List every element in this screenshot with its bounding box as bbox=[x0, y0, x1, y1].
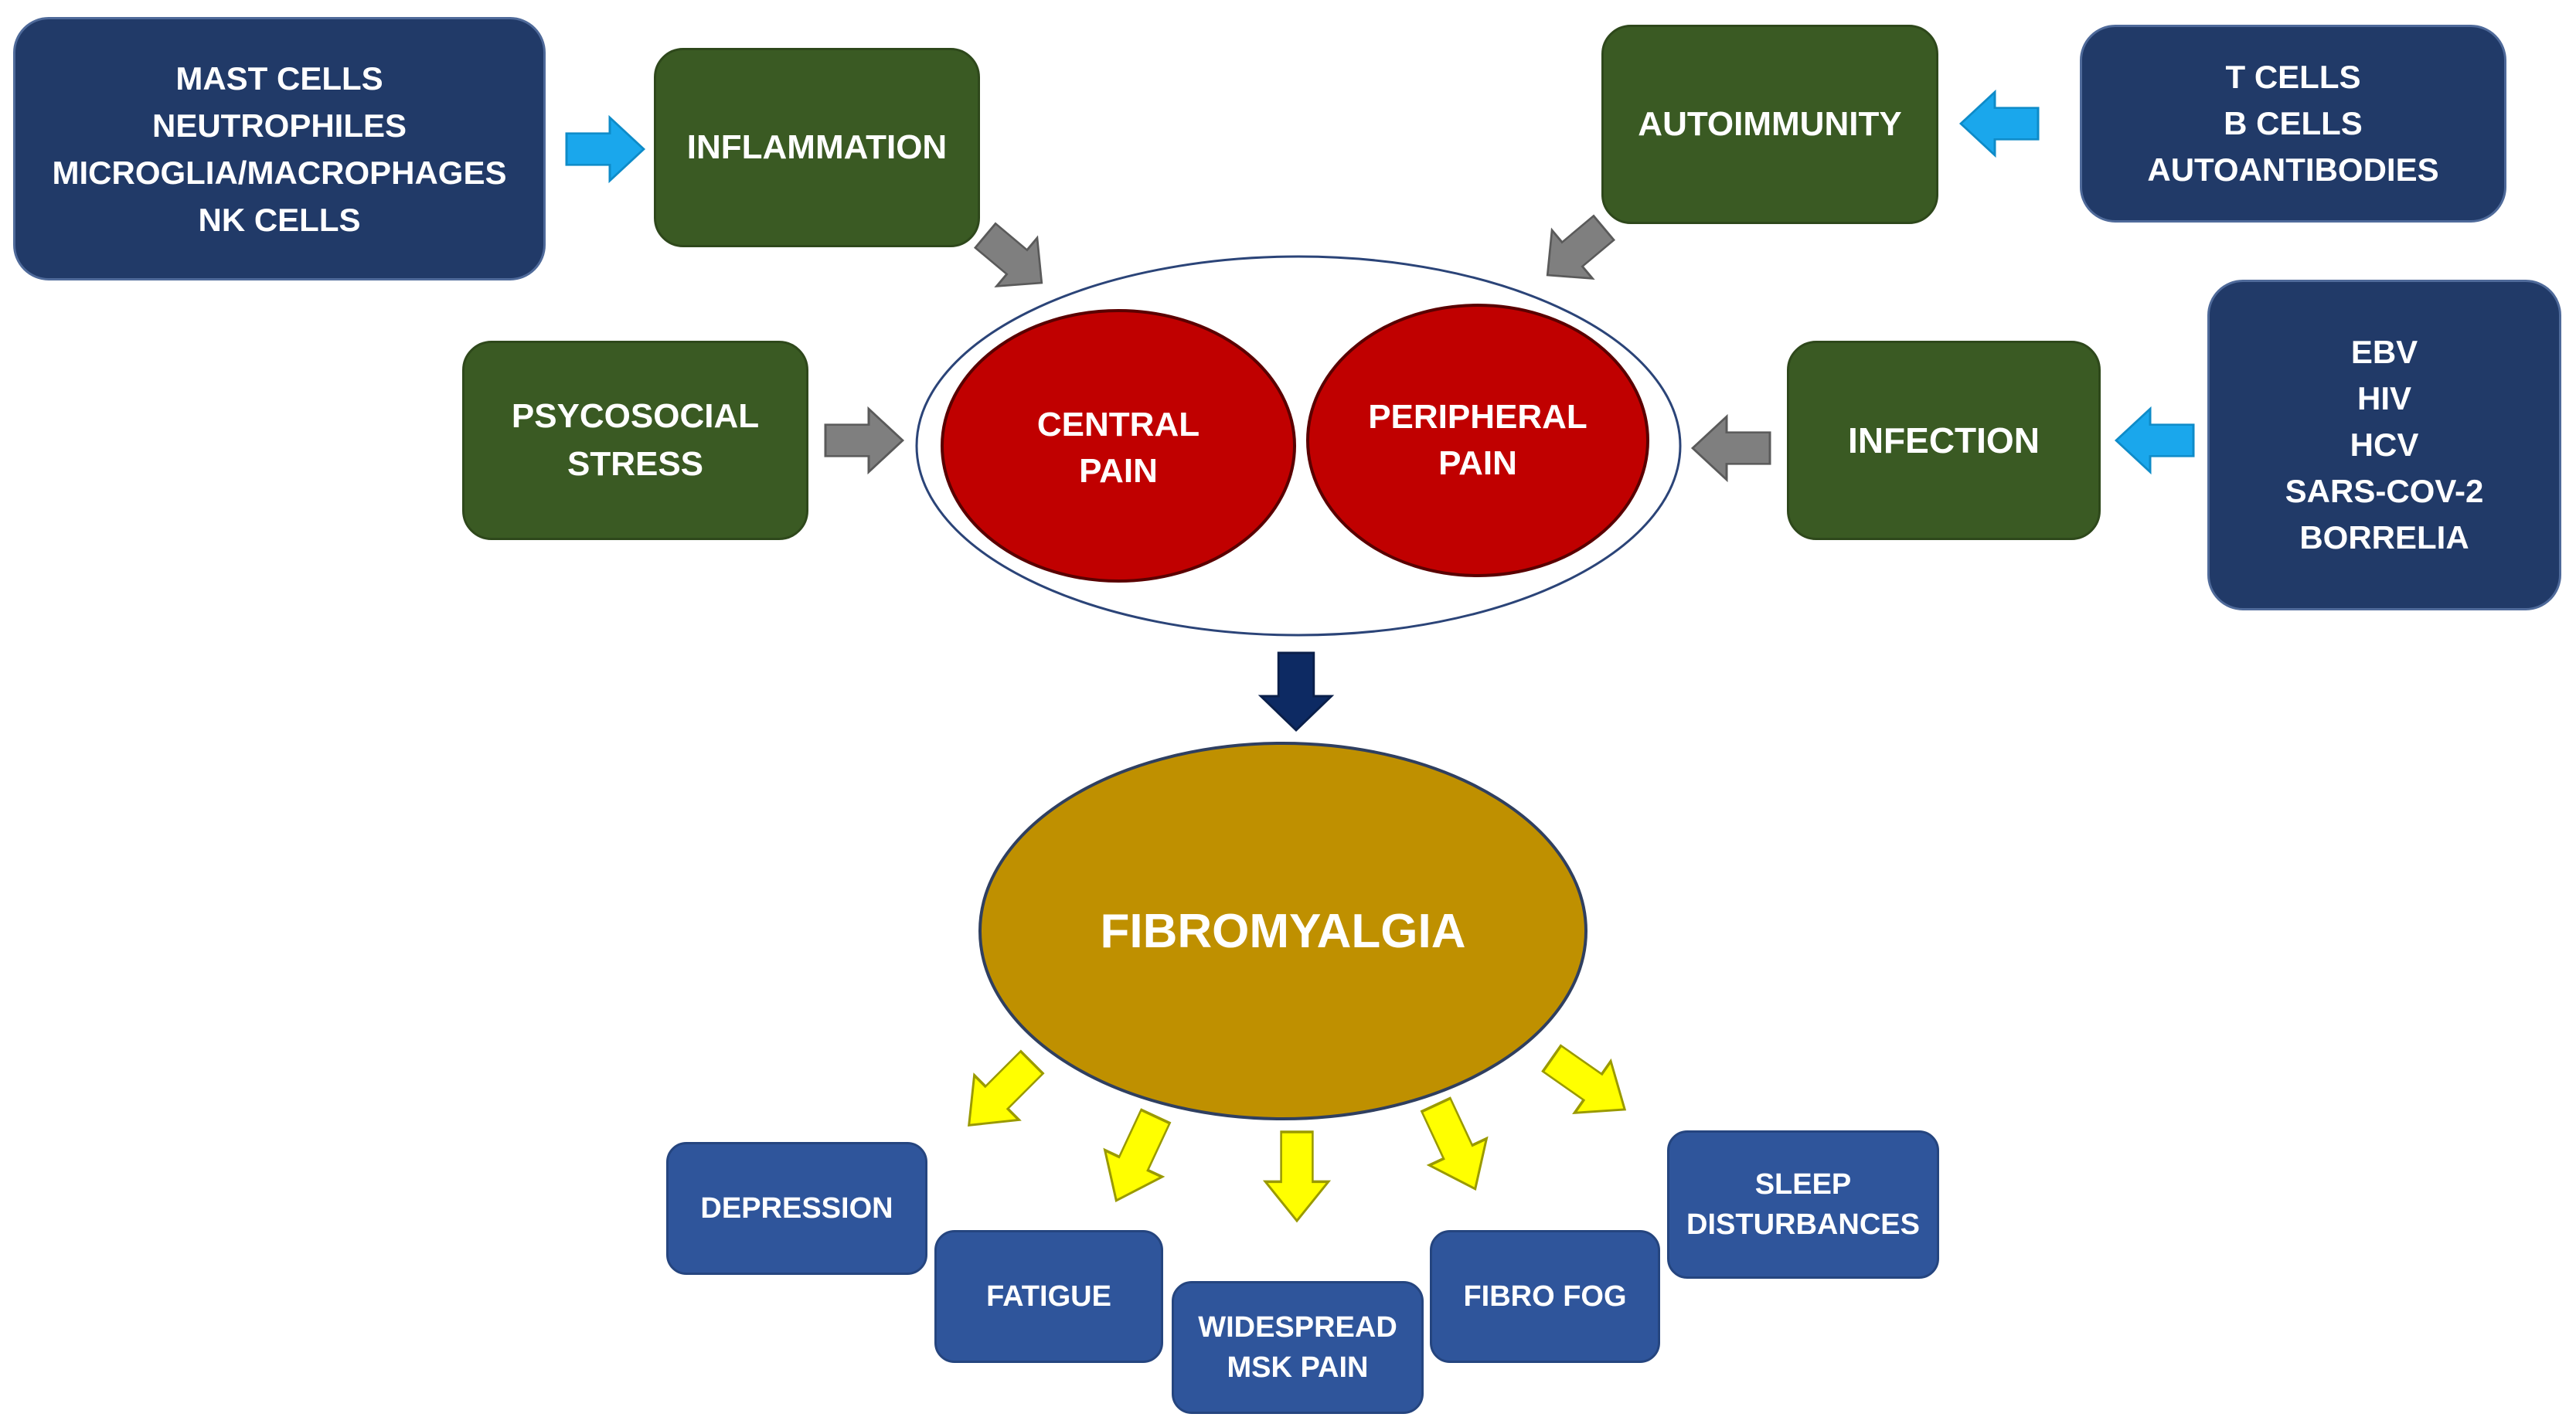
arrow-to-msk-pain bbox=[1264, 1130, 1330, 1222]
pathogens-box: EBV HIV HCV SARS-COV-2 BORRELIA bbox=[2207, 280, 2561, 610]
peripheral-pain-label: PERIPHERAL PAIN bbox=[1323, 379, 1632, 502]
arrow-pathogens-to-infection bbox=[2115, 407, 2195, 474]
central-pain-shape bbox=[941, 309, 1296, 583]
infection-label: INFECTION bbox=[1848, 420, 2040, 461]
fibromyalgia-shape bbox=[978, 742, 1587, 1120]
stress-label-line2: STRESS bbox=[567, 445, 704, 483]
fibro-fog-label: FIBRO FOG bbox=[1463, 1280, 1627, 1313]
arrow-to-depression bbox=[945, 1038, 1056, 1149]
peripheral-pain-shape bbox=[1306, 304, 1649, 577]
arrow-autoimmunity-to-pain bbox=[1526, 202, 1625, 301]
arrow-to-sleep bbox=[1533, 1031, 1645, 1137]
peripheral-pain-line2: PAIN bbox=[1438, 444, 1517, 482]
arrow-pain-to-fibromyalgia bbox=[1259, 651, 1333, 732]
cell-autoantibodies: AUTOANTIBODIES bbox=[2147, 151, 2439, 188]
inflammation-label: INFLAMMATION bbox=[686, 128, 948, 166]
infection-box: INFECTION bbox=[1787, 341, 2101, 540]
peripheral-pain-line1: PERIPHERAL bbox=[1368, 398, 1587, 436]
cell-t: T CELLS bbox=[2225, 59, 2361, 95]
pathogen-sars-cov-2: SARS-COV-2 bbox=[2285, 473, 2484, 509]
cell-microglia: MICROGLIA/MACROPHAGES bbox=[52, 154, 507, 191]
arrow-to-fibro-fog bbox=[1406, 1090, 1506, 1204]
pathogen-hcv: HCV bbox=[2350, 427, 2419, 463]
depression-box: DEPRESSION bbox=[666, 1142, 927, 1275]
msk-pain-line2: MSK PAIN bbox=[1227, 1351, 1369, 1384]
stress-label-line1: PSYCOSOCIAL bbox=[511, 397, 760, 435]
cell-neutrophiles: NEUTROPHILES bbox=[151, 107, 407, 144]
msk-pain-line1: WIDESPREAD bbox=[1198, 1311, 1397, 1344]
pathogen-hiv: HIV bbox=[2357, 380, 2411, 416]
autoimmunity-box: AUTOIMMUNITY bbox=[1601, 25, 1938, 224]
msk-pain-box: WIDESPREAD MSK PAIN bbox=[1172, 1281, 1424, 1414]
autoimmunity-cells-box: T CELLS B CELLS AUTOANTIBODIES bbox=[2080, 25, 2506, 223]
inflammation-cells-box: MAST CELLS NEUTROPHILES MICROGLIA/MACROP… bbox=[13, 17, 546, 280]
pathogen-ebv: EBV bbox=[2350, 334, 2418, 370]
sleep-line2: DISTURBANCES bbox=[1686, 1208, 1920, 1241]
depression-label: DEPRESSION bbox=[700, 1191, 893, 1225]
arrow-cells-to-autoimmunity bbox=[1959, 90, 2040, 157]
sleep-line1: SLEEP bbox=[1754, 1168, 1852, 1201]
arrow-stress-to-pain bbox=[824, 407, 904, 474]
inflammation-box: INFLAMMATION bbox=[654, 48, 980, 247]
central-pain-line2: PAIN bbox=[1079, 452, 1158, 490]
fatigue-label: FATIGUE bbox=[986, 1280, 1111, 1313]
fibro-fog-box: FIBRO FOG bbox=[1430, 1230, 1660, 1363]
fibromyalgia-text: FIBROMYALGIA bbox=[1100, 904, 1466, 958]
cell-mast: MAST CELLS bbox=[175, 59, 383, 97]
arrow-cells-to-inflammation bbox=[565, 116, 645, 182]
arrow-to-fatigue bbox=[1086, 1102, 1186, 1215]
arrow-infection-to-pain bbox=[1691, 415, 1771, 481]
sleep-box: SLEEP DISTURBANCES bbox=[1667, 1130, 1939, 1279]
fibromyalgia-label: FIBROMYALGIA bbox=[1005, 892, 1561, 970]
stress-box: PSYCOSOCIAL STRESS bbox=[462, 341, 808, 540]
cell-b: B CELLS bbox=[2224, 105, 2363, 141]
arrow-inflammation-to-pain bbox=[964, 210, 1063, 308]
central-pain-label: CENTRAL PAIN bbox=[966, 386, 1271, 510]
pathogen-borrelia: BORRELIA bbox=[2299, 519, 2469, 556]
fatigue-box: FATIGUE bbox=[934, 1230, 1163, 1363]
central-pain-line1: CENTRAL bbox=[1036, 406, 1200, 444]
cell-nk: NK CELLS bbox=[198, 201, 361, 238]
autoimmunity-label: AUTOIMMUNITY bbox=[1638, 105, 1902, 143]
